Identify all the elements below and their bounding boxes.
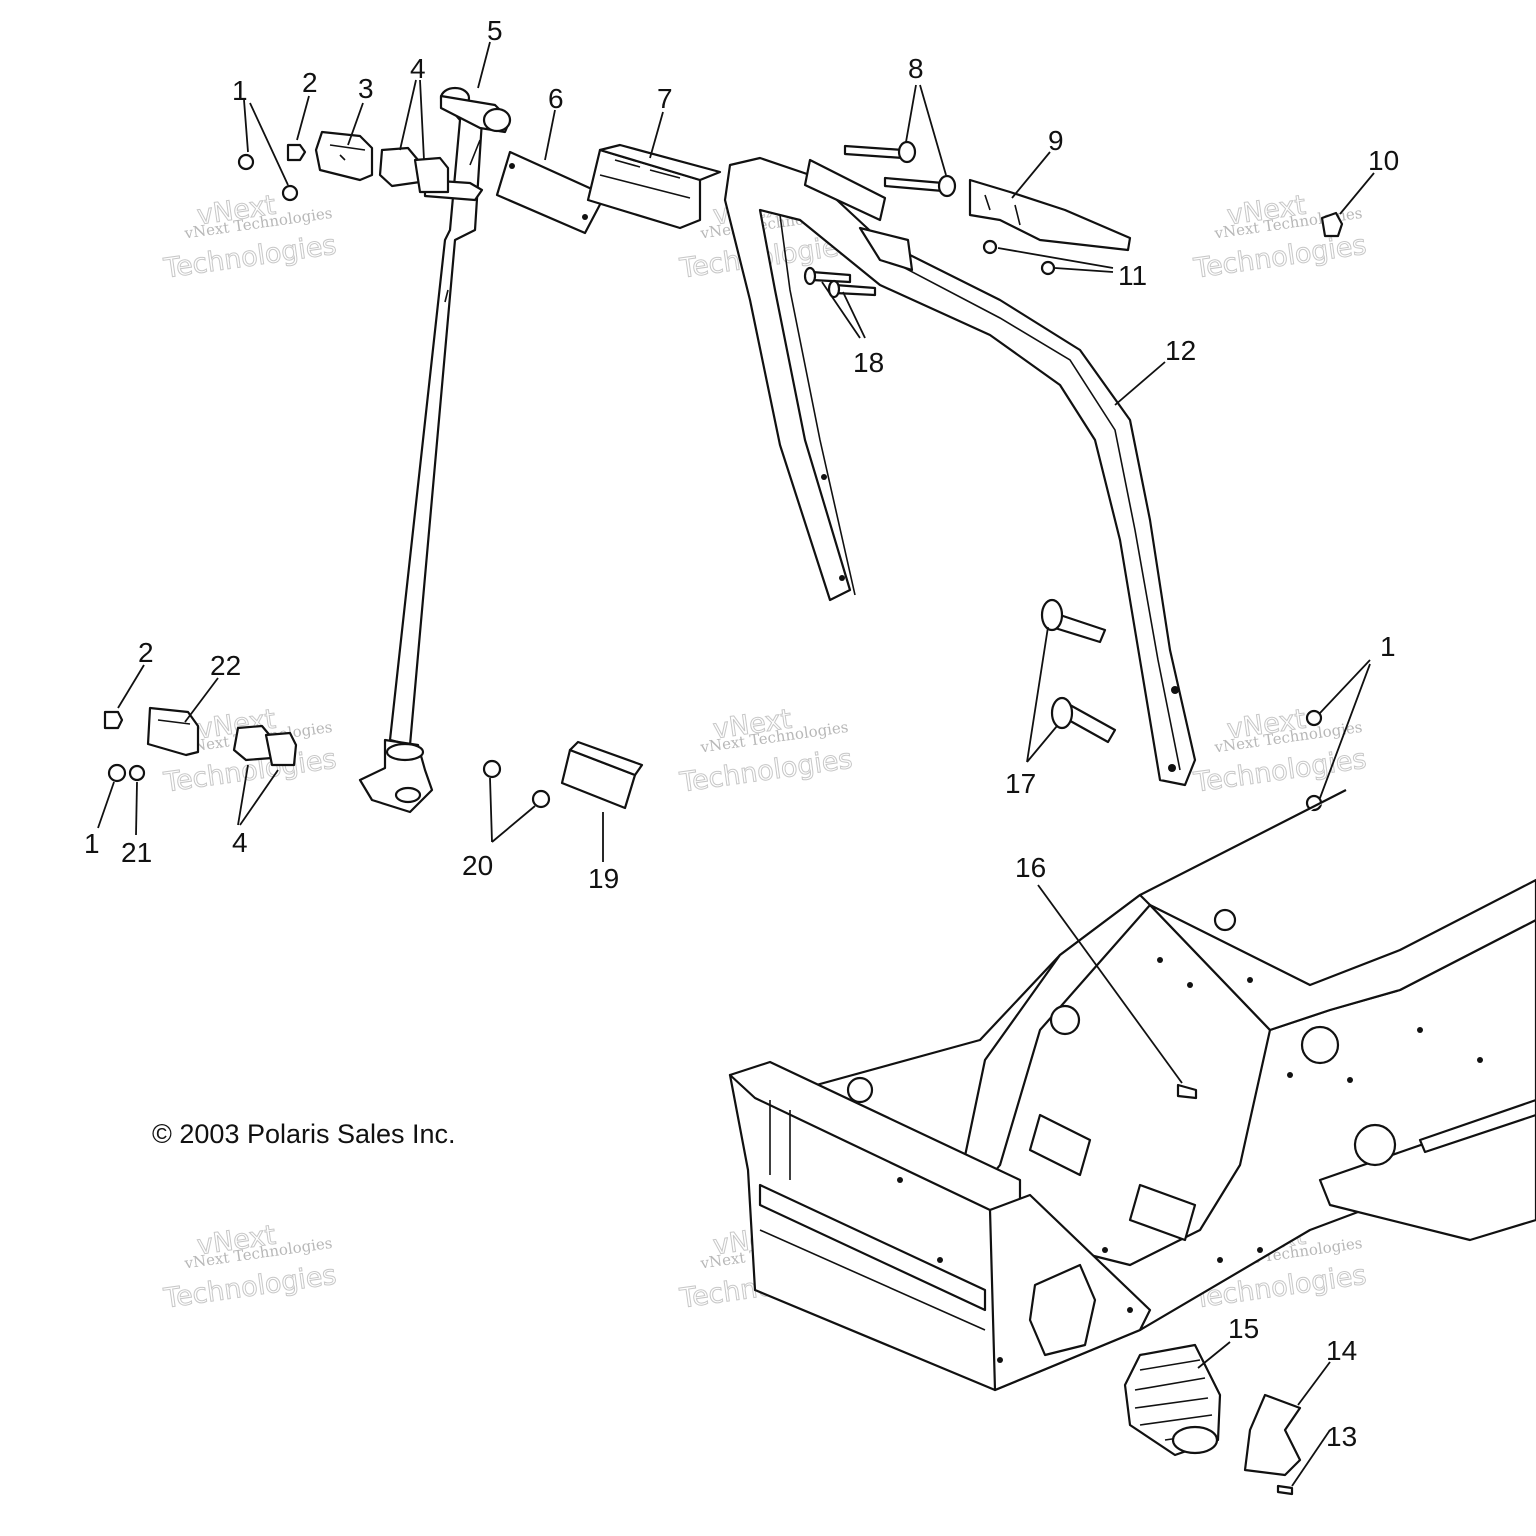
callout-14: 14 [1326,1335,1357,1366]
callout-13: 13 [1326,1421,1357,1452]
part-right-nut-a [1305,709,1323,727]
callout-16: 16 [1015,852,1046,883]
part-upper-nut-b [281,184,299,202]
callout-1-lower: 1 [84,828,100,859]
callout-3: 3 [358,73,374,104]
part-cover-plate [1243,1393,1302,1477]
part-lower-bolt [103,710,124,730]
watermark-mid-center: vNext vNext Technologies Technologies [677,703,855,799]
part-steering-post [358,86,512,814]
callout-2: 2 [302,67,318,98]
part-clip [1320,211,1344,238]
part-side-bracket [968,178,1132,252]
callout-9: 9 [1048,125,1064,156]
callout-18: 18 [853,347,884,378]
callout-10: 10 [1368,145,1399,176]
callout-15: 15 [1228,1313,1259,1344]
callout-21: 21 [121,837,152,868]
part-lower-nut [107,763,127,783]
part-loop-bar [723,156,1197,787]
callout-22: 22 [210,650,241,681]
callout-19: 19 [588,863,619,894]
callout-11: 11 [1118,260,1147,291]
callout-17: 17 [1005,768,1036,799]
callout-5: 5 [487,15,503,46]
callout-4: 4 [410,53,426,84]
callout-1-right: 1 [1380,631,1396,662]
part-upper-bolt [286,143,307,162]
part-lower-washer [128,764,146,782]
part-upper-nut-a [237,153,255,171]
copyright-text: © 2003 Polaris Sales Inc. [152,1119,456,1149]
part-lower-bushing [232,724,298,767]
callout-8: 8 [908,53,924,84]
part-flange-bolts [1040,598,1117,744]
watermark-mid-right: vNext vNext Technologies Technologies [1191,703,1369,799]
part-block [586,143,722,230]
part-washer-b [531,789,551,809]
part-lower-clamp [146,706,200,757]
part-chassis-frame [728,789,1536,1392]
part-rubber-boot [1123,1343,1222,1457]
part-plate [495,150,607,235]
callout-4-lower: 4 [232,827,248,858]
part-small-screw [1276,1484,1294,1496]
callout-labels: 1 2 3 4 5 6 7 8 9 10 11 12 18 2 22 1 21 … [84,15,1399,1452]
part-nut-11b [1040,260,1056,276]
callout-12: 12 [1165,335,1196,366]
callout-1: 1 [232,75,248,106]
callout-7: 7 [657,83,673,114]
watermark-top-right: vNext vNext Technologies Technologies [1191,189,1369,285]
part-nut-11a [982,239,998,255]
leader-lines [97,41,1375,1487]
part-short-bolts [803,266,877,299]
callout-2-lower: 2 [138,637,154,668]
part-washer-a [482,759,502,779]
part-small-plate [560,740,644,810]
part-upper-clamp [314,130,374,182]
callout-6: 6 [548,83,564,114]
callout-20: 20 [462,850,493,881]
part-long-bolts [843,140,957,198]
watermark-top-left: vNext vNext Technologies Technologies [161,189,339,285]
part-upper-bushing [378,146,450,194]
watermark-bottom-left: vNext vNext Technologies Technologies [161,1219,339,1315]
part-tunnel-bolt [1176,1083,1198,1100]
